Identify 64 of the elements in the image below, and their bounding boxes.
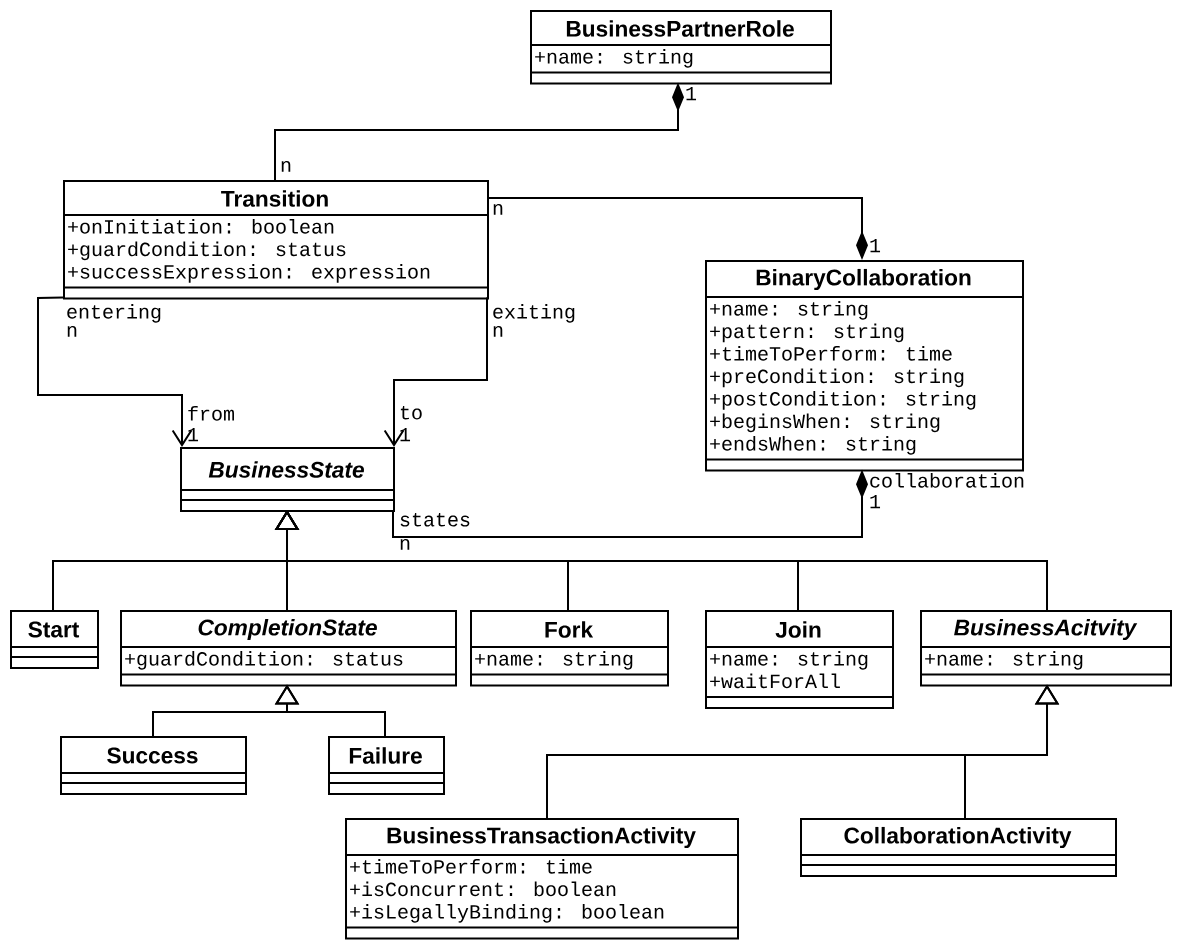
multiplicity-label: states [400, 513, 470, 527]
class-name: Fork [545, 621, 594, 638]
class-name: Success [107, 747, 198, 764]
attribute-text: +isConcurrent: boolean [350, 881, 616, 897]
attribute-text: +waitForAll [710, 673, 840, 689]
class-name: CompletionState [198, 618, 377, 641]
attribute-text: +timeToPerform: time [710, 346, 952, 361]
class-name: BusinessPartnerRole [566, 20, 794, 37]
attribute-text: +isLegallyBinding: boolean [350, 904, 664, 923]
class-name: BusinessAcitvity [954, 618, 1138, 641]
class-name: CollaborationActivity [844, 826, 1072, 849]
class-box [179, 447, 395, 512]
attribute-text: +name: string [475, 651, 633, 670]
attribute-text: +successExpression: expression [68, 264, 430, 283]
multiplicity-label: collaboration [870, 473, 1024, 488]
attribute-text: +onInitiation: boolean [68, 219, 334, 234]
class-box [799, 818, 1117, 877]
class-box [469, 610, 669, 687]
multiplicity-label: 1 [686, 87, 697, 101]
multiplicity-label: n [67, 326, 77, 337]
class-box [59, 736, 247, 795]
generalization-arrow [274, 510, 1048, 611]
multiplicity-label: 1 [870, 239, 881, 253]
multiplicity-label: exiting [493, 304, 575, 323]
class-name: BusinessTransactionActivity [387, 826, 696, 849]
attribute-text: +guardCondition: status [125, 651, 403, 670]
multiplicity-label: n [281, 161, 291, 172]
class-box [529, 10, 832, 85]
association-arrow [37, 296, 193, 447]
attribute-text: +name: string [925, 651, 1083, 670]
multiplicity-label: 1 [400, 428, 411, 442]
multiplicity-label: to [400, 406, 422, 420]
attribute-text: +name: string [535, 49, 693, 68]
class-name: Join [775, 621, 821, 638]
class-box [9, 610, 99, 669]
multiplicity-label: 1 [870, 495, 881, 509]
multiplicity-label: entering [67, 304, 161, 323]
attribute-text: +beginsWhen: string [710, 413, 940, 433]
class-name: BinaryCollaboration [756, 268, 971, 291]
class-box [704, 260, 1024, 472]
class-box [62, 180, 489, 300]
class-box [119, 610, 457, 687]
attribute-text: +postCondition: string [710, 391, 976, 410]
association-arrow [383, 296, 488, 447]
class-name: Failure [349, 747, 422, 764]
multiplicity-label: n [493, 326, 503, 337]
multiplicity-label: 1 [188, 428, 199, 442]
class-name: BusinessState [208, 461, 364, 478]
class-box [327, 736, 445, 795]
attribute-text: +endsWhen: string [710, 436, 916, 455]
attribute-text: +timeToPerform: time [350, 859, 592, 874]
multiplicity-label: from [188, 406, 234, 421]
class-name: Start [28, 621, 80, 638]
attribute-text: +name: string [710, 301, 868, 320]
class-box [344, 818, 739, 940]
attribute-text: +name: string [710, 651, 868, 670]
multiplicity-label: n [400, 539, 410, 550]
attribute-text: +guardCondition: status [68, 241, 346, 261]
attribute-text: +pattern: string [710, 323, 904, 343]
attribute-text: +preCondition: string [710, 368, 964, 388]
class-name: Transition [221, 190, 328, 207]
multiplicity-label: n [493, 204, 503, 215]
class-box [919, 610, 1172, 687]
class-box [704, 610, 894, 709]
